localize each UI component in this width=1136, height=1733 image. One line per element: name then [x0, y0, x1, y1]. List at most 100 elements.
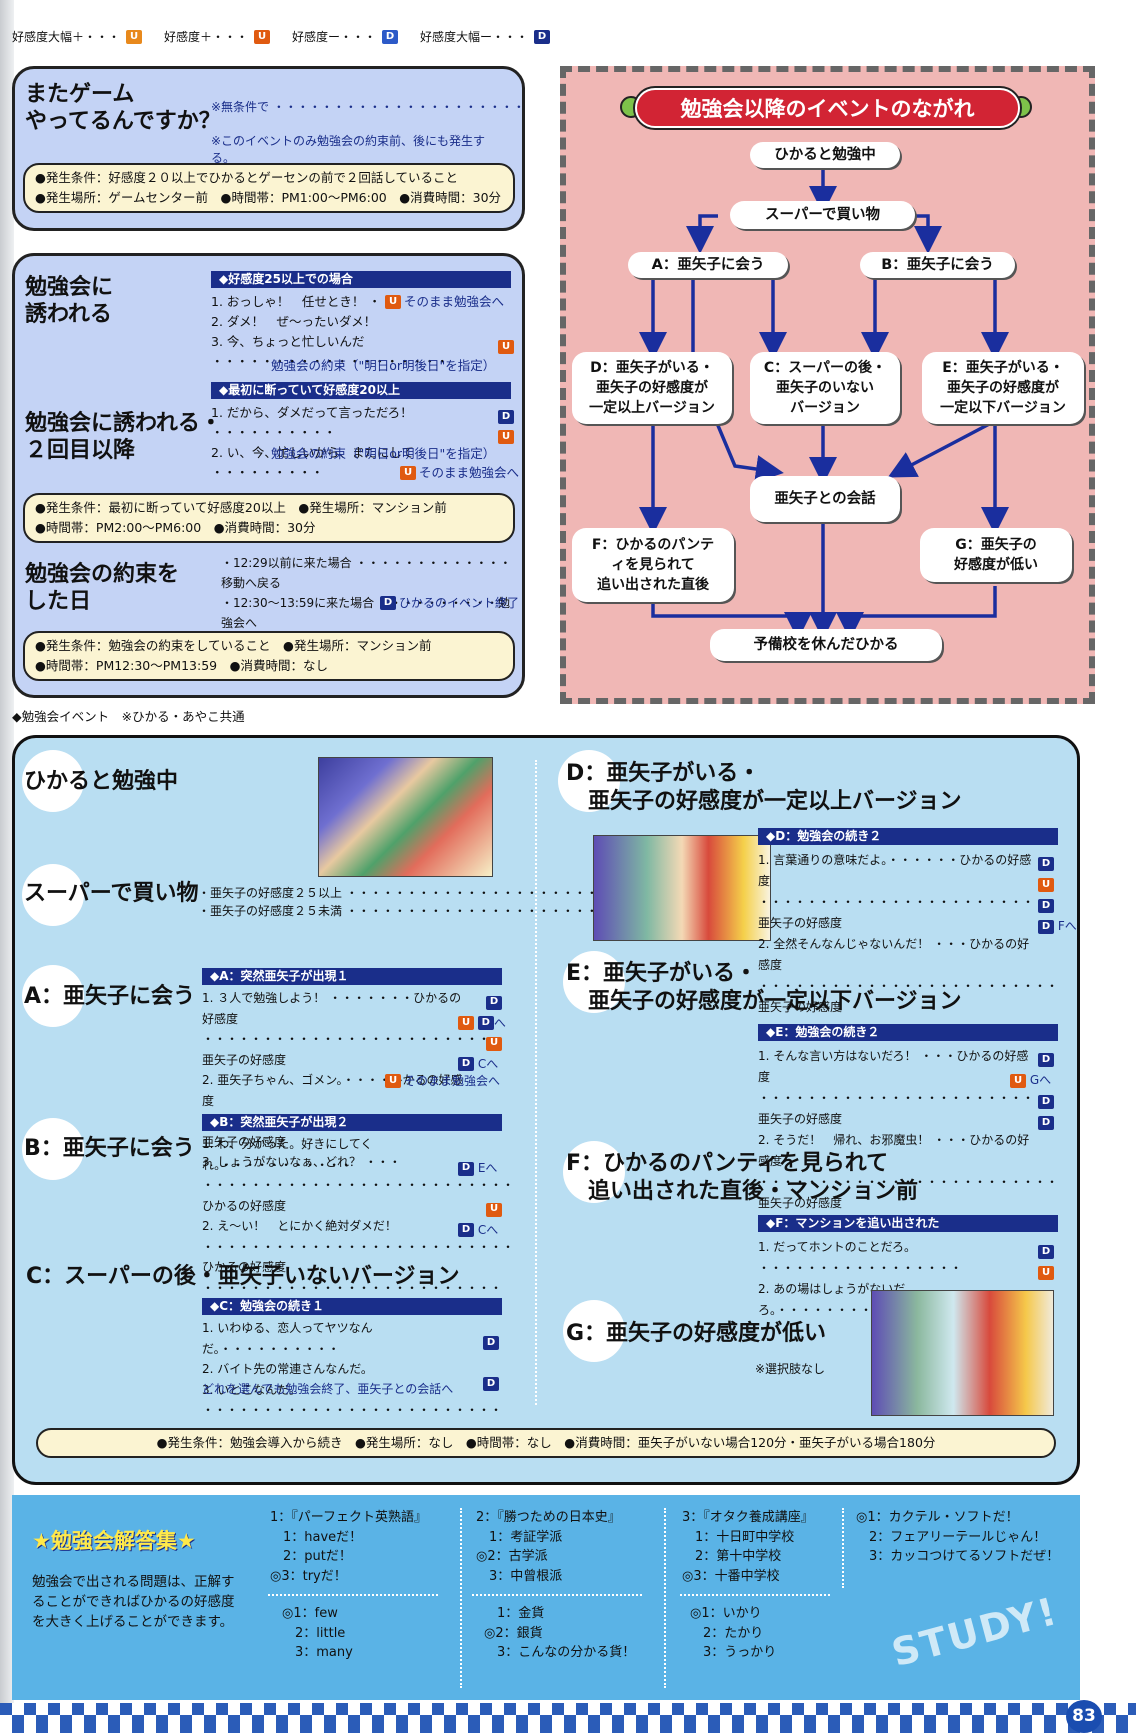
note-line: ※このイベントのみ勉強会の約束前、後にも発生す る。	[211, 134, 486, 165]
scene-image-g	[871, 1290, 1054, 1416]
separator	[268, 1594, 438, 1596]
legend-item: 好感度＋・・・U	[164, 28, 271, 45]
event-box-game: またゲーム やってるんですか？ ※無条件で ・・・・・・・・・・・・・・・・・・…	[12, 66, 525, 231]
flow-node-b: B：亜矢子に会う	[860, 252, 1015, 278]
choice-header: ◆B：突然亜矢子が出現２	[202, 1114, 502, 1131]
affinity-badges: D U Gへ D D	[1010, 1049, 1054, 1133]
answers-history-1: 2：『勝つための日本史』 1：考証学派 ◎2：古学派 3：中曾根派	[476, 1510, 621, 1584]
choice-list: 1. そんな言い方はないだろ！ ・・・ひかるの好感度 ・・・・・・・・・・・・・…	[758, 1049, 1059, 1210]
flow-node-talk: 亜矢子との会話	[750, 476, 900, 522]
choice-list: 1. いわゆる、恋人ってヤツなんだ。・・・・・・・・・・ 2. バイト先の常連さ…	[202, 1321, 503, 1417]
event-box-invite: 勉強会に 誘われる ◆好感度25以上での場合 1. おっしゃ！ 任せとき！ ・・…	[12, 253, 525, 698]
flow-node-d: D：亜矢子がいる・ 亜矢子の好感度が 一定以上バージョン	[572, 352, 732, 424]
no-choice-note: ※選択肢なし	[755, 1362, 826, 1376]
event-note: ※無条件で ・・・・・・・・・・・・・・・・・・・・・・・・・・D ※このイベン…	[211, 82, 522, 184]
flow-node-end: 予備校を休んだひかる	[710, 629, 942, 661]
u-badge: U	[498, 426, 514, 445]
choice-list: 1. 言葉通りの意味だよ。・・・・・・ひかるの好感度 ・・・・・・・・・・・・・…	[758, 853, 1059, 1014]
title-circle	[563, 1141, 625, 1203]
column-divider	[460, 1508, 462, 1688]
section-title: スーパーで買い物	[24, 881, 199, 906]
answers-history-2: 1：金貨 ◎2：銀貨 3：こんなの分かる貨！	[484, 1606, 636, 1660]
section-title: A：亜矢子に会う	[24, 984, 196, 1009]
section-title: E：亜矢子がいる・ 亜矢子の好感度が一定以下バージョン	[566, 961, 962, 1014]
answers-english-1: 1：『パーフェクト英熟語』 1：haveだ！ 2：putだ！ ◎3：tryだ！	[270, 1510, 427, 1584]
separator	[472, 1594, 642, 1596]
section-title: C：スーパーの後・亜矢子いないバージョン	[26, 1264, 460, 1289]
section-caption: ◆勉強会イベント ※ひかる・あやこ共通	[12, 709, 245, 724]
scene-image-d	[593, 835, 771, 941]
section-title: D：亜矢子がいる・ 亜矢子の好感度が一定以上バージョン	[566, 761, 962, 814]
event-title: 勉強会に誘われる・ ２回目以降	[25, 411, 222, 463]
column-divider	[535, 760, 537, 1405]
book-spine	[0, 0, 14, 1733]
section-title: B：亜矢子に会う	[24, 1136, 195, 1161]
event-title: 勉強会の約束を した日	[25, 562, 180, 614]
choice-header: ◆A：突然亜矢子が出現１	[202, 968, 502, 985]
choice-header: ◆F：マンションを追い出された	[758, 1215, 1058, 1232]
section-title: F：ひかるのパンティを見られて 追い出された直後・マンション前	[566, 1151, 919, 1204]
legend-item: 好感度ー・・・D	[292, 28, 399, 45]
page-number: 83	[1066, 1700, 1102, 1733]
title-circle	[22, 864, 84, 926]
flow-node-a: A：亜矢子に会う	[628, 252, 788, 278]
flow-arrows	[639, 166, 1009, 640]
condition-pill: ●発生条件：勉強会導入から続き ●発生場所：なし ●時間帯：なし ●消費時間：亜…	[36, 1428, 1056, 1458]
flow-node-shopping: スーパーで買い物	[730, 201, 915, 229]
scene-image-study	[318, 757, 493, 877]
title-circle	[22, 965, 84, 1027]
flow-node-g: G：亜矢子の 好感度が低い	[920, 528, 1072, 582]
choice-list: 1. わ、分かった。好きにしてくれ。・・・・・・・・・・・ ・・・・・・・・・・…	[202, 1137, 515, 1315]
event-title: 勉強会に 誘われる	[25, 275, 114, 327]
affinity-badges: D Eへ U D Cへ	[458, 1158, 502, 1240]
separator	[680, 1594, 830, 1596]
affinity-badges: D U D D Fへ	[1038, 853, 1077, 937]
choice-header: ◆好感度25以上での場合	[211, 271, 511, 288]
title-circle	[558, 750, 620, 812]
choice-header: ◆E：勉強会の続き２	[758, 1024, 1058, 1041]
condition-pill: ●発生条件：勉強会の約束をしていること ●発生場所：マンション前 ●時間帯：PM…	[23, 631, 515, 681]
footer-pattern	[0, 1715, 1136, 1733]
section-title: ひかると勉強中	[24, 769, 179, 794]
answers-description: 勉強会で出される問題は、正解す ることができればひかるの好感度 を大きく上げるこ…	[32, 1574, 235, 1630]
answers-final: ◎1：カクテル・ソフトだ！ 2：フェアリーテールじゃん！ 3：カッコつけてるソフ…	[856, 1510, 1060, 1564]
answers-otaku-2: ◎1：いかり 2：たかり 3：うっかり	[690, 1606, 777, 1660]
column-divider	[664, 1508, 666, 1688]
branch-list: ・亜矢子の好感度２５以上 ・・・・・・・・・・・・・・・・・・・・・・A へ ・…	[198, 886, 634, 918]
flow-node-c: C：スーパーの後・ 亜矢子のいない バージョン	[750, 352, 900, 424]
legend-item: 好感度大幅＋・・・U	[12, 28, 143, 45]
choice-note: 勉強会の約束（"明日or明後日"を指定）	[271, 358, 496, 373]
flow-title: 勉強会以降のイベントのながれ	[635, 88, 1020, 128]
answers-panel	[12, 1495, 1080, 1700]
choice-header: ◆最初に断っていて好感度20以上	[211, 382, 511, 399]
condition-pill: ●発生条件：最初に断っていて好感度20以上 ●発生場所：マンション前 ●時間帯：…	[23, 493, 515, 543]
title-circle	[22, 1118, 84, 1180]
choice-note: どれを選んでも勉強会終了、亜矢子との会話へ	[202, 1382, 454, 1396]
d-badge: D	[498, 406, 514, 425]
legend-item: 好感度大幅ー・・・D	[420, 28, 551, 45]
choice-note: 勉強会の約束（"明日or明後日"を指定）	[271, 446, 496, 461]
answers-title: ★勉強会解答集★	[32, 1529, 196, 1553]
note-line: ※無条件で ・・・・・・・・・・・・・・・・・・・・・・・・・・	[211, 100, 525, 114]
section-title: G：亜矢子の好感度が低い	[566, 1321, 827, 1346]
column-divider	[842, 1508, 844, 1588]
answers-english-2: ◎1：few 2：little 3：many	[282, 1606, 353, 1660]
event-title: またゲーム やってるんですか？	[25, 82, 221, 134]
affinity-legend: 好感度大幅＋・・・U 好感度＋・・・U 好感度ー・・・D 好感度大幅ー・・・D	[12, 28, 551, 45]
choice-header: ◆D：勉強会の続き２	[758, 828, 1058, 845]
title-circle	[563, 1300, 625, 1362]
title-circle	[22, 750, 84, 812]
title-circle	[563, 951, 625, 1013]
flowchart: 勉強会以降のイベントのながれ ひかると勉強中 スーパーで買い物 A：亜矢子に会う…	[560, 66, 1095, 704]
flow-node-f: F：ひかるのパンテ ィを見られて 追い出された直後	[572, 528, 734, 602]
u-badge: U	[498, 336, 514, 355]
choice-header: ◆C：勉強会の続き１	[202, 1298, 502, 1315]
answers-otaku-1: 3：『オタク養成講座』 1：十日町中学校 2：第十中学校 ◎3：十番中学校	[682, 1510, 814, 1584]
